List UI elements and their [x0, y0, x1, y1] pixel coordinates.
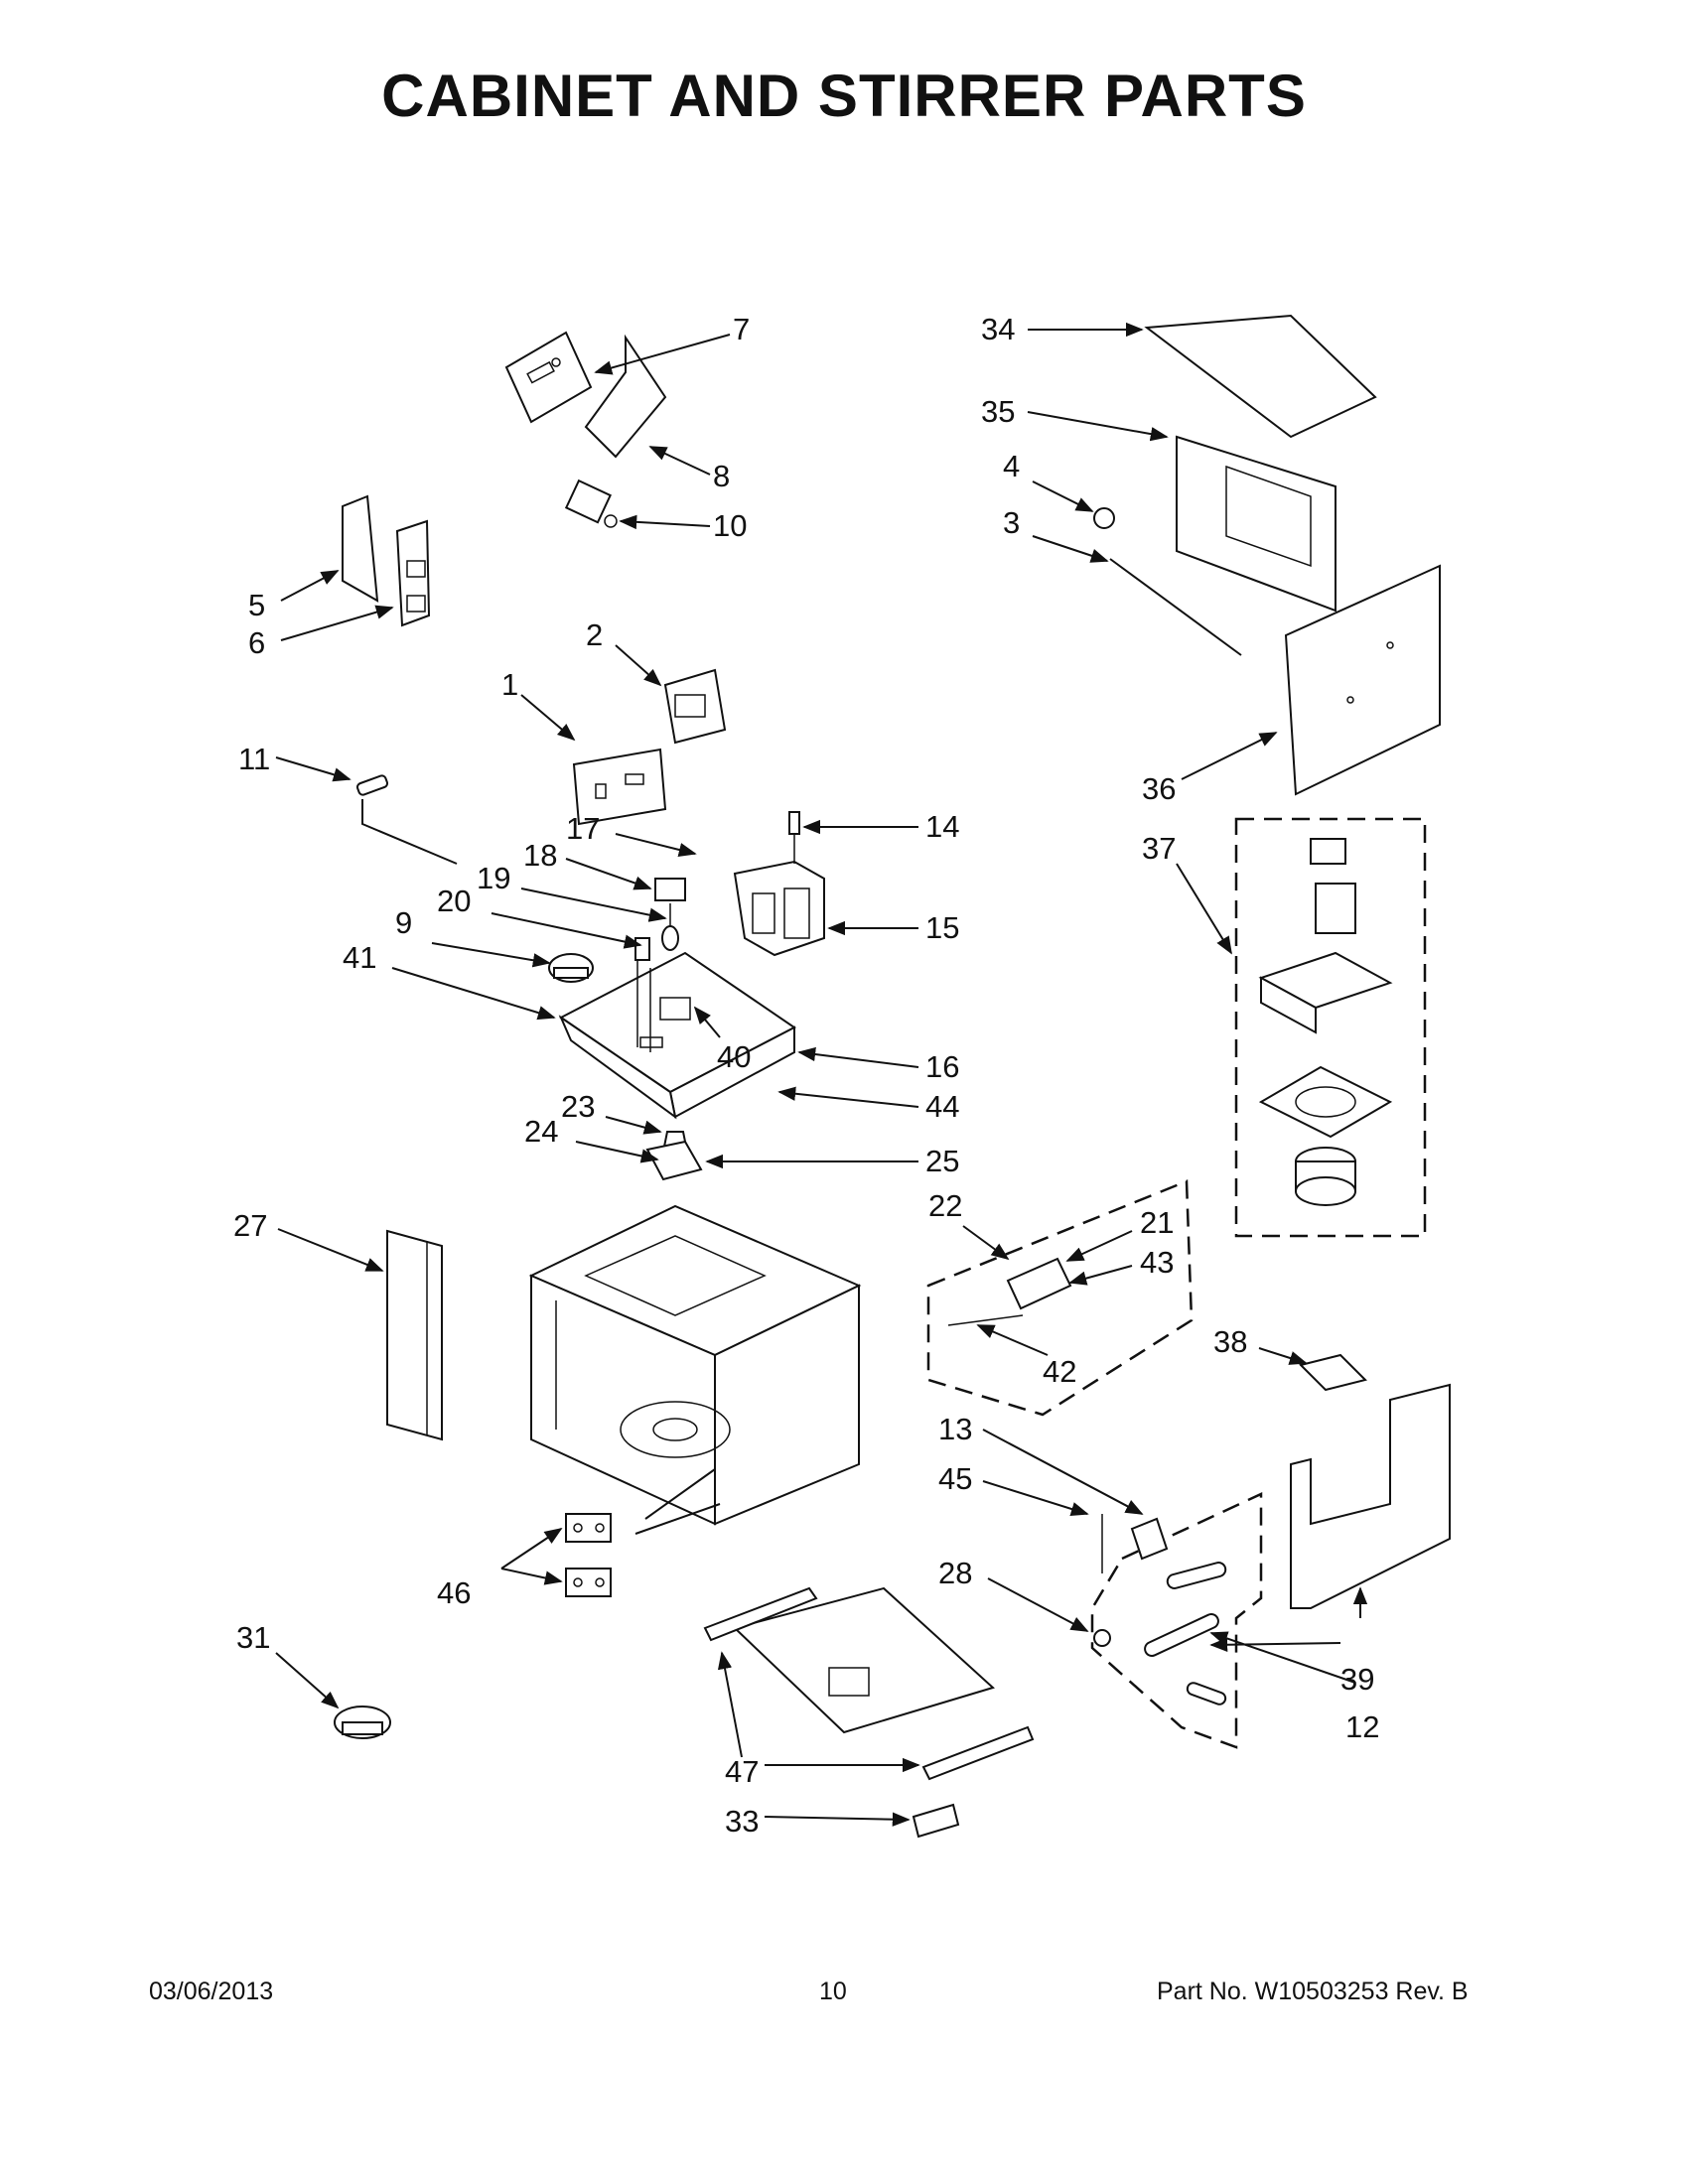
callout-10: 10	[713, 508, 747, 543]
callout-12: 12	[1345, 1709, 1379, 1744]
part-1-control-board	[572, 748, 667, 826]
callout-17: 17	[566, 811, 600, 846]
callout-9: 9	[395, 905, 412, 940]
part-38-latch	[1299, 1353, 1367, 1392]
callout-20: 20	[437, 884, 471, 918]
callout-8: 8	[713, 459, 730, 493]
callout-39: 39	[1340, 1662, 1374, 1697]
callout-19: 19	[477, 861, 510, 895]
part-7-bracket	[504, 331, 593, 424]
callout-41: 41	[343, 940, 376, 975]
page-title: CABINET AND STIRRER PARTS	[381, 63, 1307, 129]
callout-6: 6	[248, 625, 265, 660]
callout-3: 3	[1003, 505, 1020, 540]
callout-23: 23	[561, 1089, 595, 1124]
footer-date: 03/06/2013	[149, 1978, 274, 2005]
callout-45: 45	[938, 1461, 972, 1496]
callout-34: 34	[981, 312, 1015, 346]
callout-35: 35	[981, 394, 1015, 429]
callout-42: 42	[1043, 1354, 1076, 1389]
callout-36: 36	[1142, 771, 1176, 806]
part-14-15-transformer	[733, 811, 825, 957]
callout-1: 1	[501, 667, 518, 702]
callout-31: 31	[236, 1620, 270, 1655]
callout-18: 18	[523, 838, 557, 873]
callout-11: 11	[238, 742, 270, 776]
callout-37: 37	[1142, 831, 1176, 866]
part-47-bottom-plate	[703, 1586, 1035, 1781]
callout-2: 2	[586, 617, 603, 652]
callout-47: 47	[725, 1754, 759, 1789]
part-33-clip	[912, 1803, 960, 1839]
part-31-motor	[334, 1706, 391, 1739]
callout-22: 22	[928, 1188, 962, 1223]
callout-43: 43	[1140, 1245, 1174, 1280]
callout-4: 4	[1003, 449, 1020, 483]
part-23-24-25-mount	[645, 1131, 703, 1181]
leader-lines	[275, 322, 1368, 1827]
part-8-shield	[584, 334, 667, 459]
part-5-6-bracket-switch	[342, 494, 431, 627]
callout-16: 16	[925, 1049, 959, 1084]
callout-25: 25	[925, 1144, 959, 1178]
part-16-41-44-duct	[558, 951, 796, 1120]
callout-40: 40	[717, 1039, 751, 1074]
part-36-back-panel	[1284, 564, 1441, 796]
part-18-19-20-thermistor	[634, 878, 686, 961]
part-46-pads	[565, 1513, 612, 1597]
part-21-22-43-42-switch-assembly	[926, 1179, 1194, 1417]
callout-5: 5	[248, 588, 265, 622]
part-13-12-28-45-stirrer-drive	[1090, 1492, 1263, 1749]
callout-labels: 7 8 10 5 6 2 1 11 17 18 19 20 9 41 14 15…	[233, 312, 1379, 1839]
part-9-thermal-cutout	[548, 953, 594, 983]
callout-21: 21	[1140, 1205, 1174, 1240]
part-37-stirrer-assembly	[1234, 817, 1427, 1238]
footer-page-number: 10	[819, 1978, 847, 2005]
part-2-connector	[663, 668, 727, 745]
callout-28: 28	[938, 1556, 972, 1590]
part-10-switch	[564, 478, 618, 528]
callout-14: 14	[925, 809, 959, 844]
callout-33: 33	[725, 1804, 759, 1839]
callout-24: 24	[524, 1114, 558, 1149]
part-4-clip	[1093, 507, 1115, 529]
callout-27: 27	[233, 1208, 267, 1243]
callout-44: 44	[925, 1089, 959, 1124]
footer-part-number: Part No. W10503253 Rev. B	[1157, 1978, 1469, 2005]
callout-13: 13	[938, 1412, 972, 1446]
part-27-side-panel	[386, 1229, 443, 1441]
callout-38: 38	[1213, 1324, 1247, 1359]
callout-46: 46	[437, 1575, 471, 1610]
part-11-fuse	[355, 774, 389, 796]
part-3-rail	[1109, 558, 1242, 656]
oven-cavity	[528, 1204, 862, 1526]
part-39-gasket	[1290, 1383, 1451, 1609]
callout-7: 7	[733, 312, 750, 346]
callout-15: 15	[925, 910, 959, 945]
part-34-top-cover	[1144, 314, 1377, 439]
part-35-frame	[1176, 435, 1336, 613]
